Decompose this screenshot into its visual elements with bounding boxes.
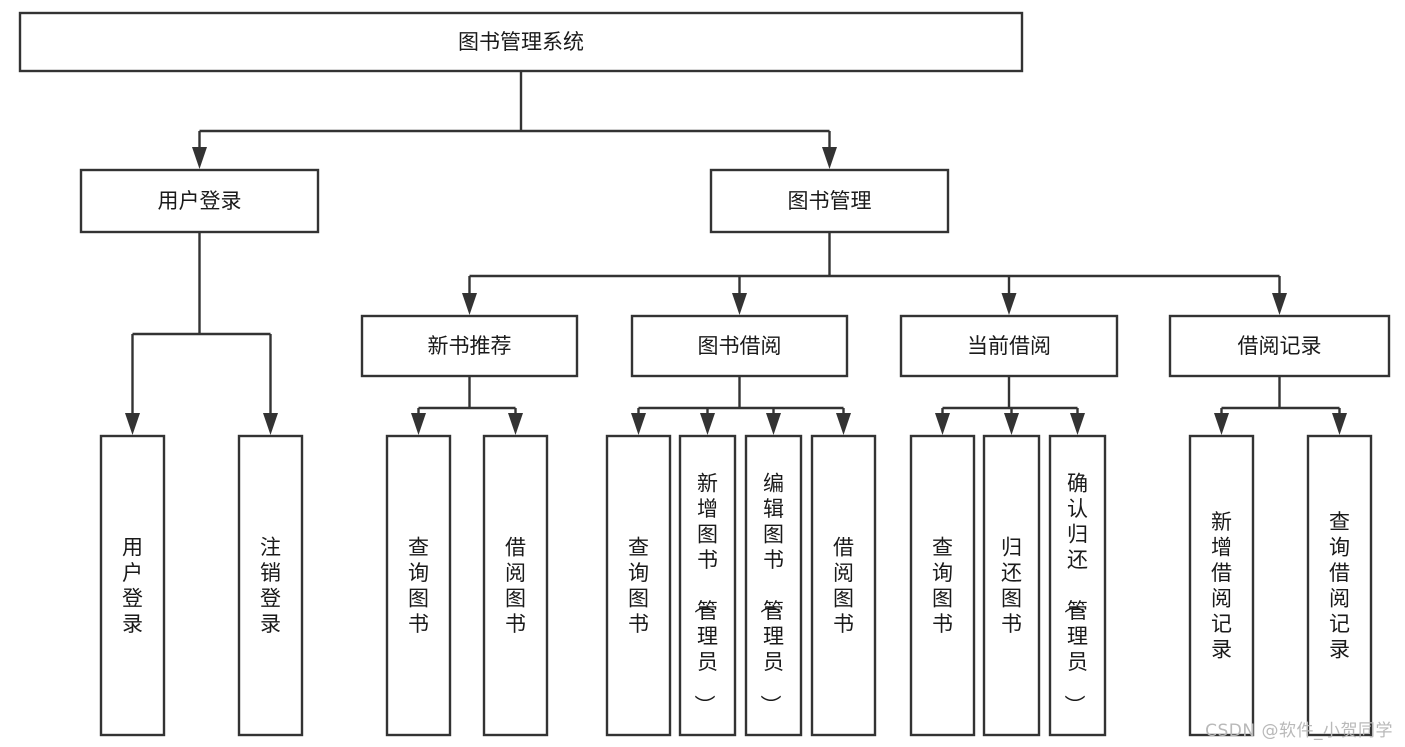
node-label: 查询图书 <box>408 535 429 636</box>
node-box <box>1306 434 1373 737</box>
node-box <box>744 434 803 737</box>
node-l3-current[interactable]: 当前借阅 <box>899 314 1119 378</box>
node-label: 借阅记录 <box>1238 334 1322 358</box>
node-leaf-query-book-1[interactable]: 查询图书 <box>385 434 452 737</box>
arrow-head-icon <box>263 413 278 435</box>
arrow-head-icon <box>1214 413 1229 435</box>
node-leaf-add-record[interactable]: 新增借阅记录 <box>1188 434 1255 737</box>
node-label: 借阅图书 <box>833 535 854 636</box>
node-box <box>709 168 950 234</box>
node-leaf-borrow-book-1[interactable]: 借阅图书 <box>482 434 549 737</box>
node-leaf-confirm-return[interactable]: 确认归还（管理员） <box>1048 434 1107 737</box>
node-box <box>99 434 166 737</box>
arrow-head-icon <box>732 293 747 315</box>
arrow-head-icon <box>935 413 950 435</box>
node-l3-new-book[interactable]: 新书推荐 <box>360 314 579 378</box>
node-box <box>909 434 976 737</box>
node-leaf-query-record[interactable]: 查询借阅记录 <box>1306 434 1373 737</box>
connector-layer <box>125 71 1347 435</box>
node-box <box>385 434 452 737</box>
node-box <box>630 314 849 378</box>
node-label: 确认归还（管理员） <box>1062 472 1088 716</box>
arrow-head-icon <box>1004 413 1019 435</box>
node-label: 查询图书 <box>932 535 953 636</box>
arrow-head-icon <box>631 413 646 435</box>
node-leaf-edit-book[interactable]: 编辑图书（管理员） <box>744 434 803 737</box>
node-leaf-add-book[interactable]: 新增图书（管理员） <box>678 434 737 737</box>
node-box <box>982 434 1041 737</box>
arrow-head-icon <box>125 413 140 435</box>
node-box <box>18 11 1024 73</box>
node-label: 图书管理 <box>788 189 872 213</box>
node-box <box>482 434 549 737</box>
node-box <box>237 434 304 737</box>
arrow-head-icon <box>1272 293 1287 315</box>
node-leaf-borrow-book-2[interactable]: 借阅图书 <box>810 434 877 737</box>
node-label: 图书借阅 <box>698 334 782 358</box>
arrow-head-icon <box>411 413 426 435</box>
node-box <box>810 434 877 737</box>
arrow-head-icon <box>822 147 837 169</box>
node-l3-borrow[interactable]: 图书借阅 <box>630 314 849 378</box>
node-layer: 图书管理系统用户登录图书管理新书推荐图书借阅当前借阅借阅记录用户登录注销登录查询… <box>18 11 1391 737</box>
node-box <box>605 434 672 737</box>
node-root[interactable]: 图书管理系统 <box>18 11 1024 73</box>
node-box <box>79 168 320 234</box>
node-box <box>1188 434 1255 737</box>
node-leaf-query-book-3[interactable]: 查询图书 <box>909 434 976 737</box>
arrow-head-icon <box>1001 293 1017 315</box>
node-leaf-logout[interactable]: 注销登录 <box>237 434 304 737</box>
node-box <box>899 314 1119 378</box>
node-l2-book-manage[interactable]: 图书管理 <box>709 168 950 234</box>
node-label: 新增借阅记录 <box>1211 510 1232 662</box>
node-box <box>360 314 579 378</box>
node-box <box>1048 434 1107 737</box>
arrow-head-icon <box>192 147 207 169</box>
node-leaf-user-login[interactable]: 用户登录 <box>99 434 166 737</box>
arrow-head-icon <box>1332 413 1347 435</box>
node-box <box>1168 314 1391 378</box>
node-label: 用户登录 <box>158 189 242 213</box>
arrow-head-icon <box>700 413 715 435</box>
arrow-head-icon <box>508 413 523 435</box>
node-l3-record[interactable]: 借阅记录 <box>1168 314 1391 378</box>
node-box <box>678 434 737 737</box>
node-label: 查询图书 <box>628 535 649 636</box>
node-label: 新书推荐 <box>428 334 512 358</box>
arrow-head-icon <box>462 293 477 315</box>
node-label: 当前借阅 <box>967 334 1051 358</box>
node-label: 注销登录 <box>260 535 281 636</box>
node-label: 归还图书 <box>1001 535 1022 636</box>
node-label: 编辑图书（管理员） <box>758 472 784 716</box>
arrow-head-icon <box>836 413 851 435</box>
arrow-head-icon <box>766 413 781 435</box>
node-l2-user-login[interactable]: 用户登录 <box>79 168 320 234</box>
node-leaf-query-book-2[interactable]: 查询图书 <box>605 434 672 737</box>
node-label: 新增图书（管理员） <box>692 472 718 716</box>
node-label: 图书管理系统 <box>458 30 584 54</box>
node-leaf-return-book[interactable]: 归还图书 <box>982 434 1041 737</box>
node-label: 查询借阅记录 <box>1329 510 1350 662</box>
node-label: 借阅图书 <box>505 535 526 636</box>
arrow-head-icon <box>1070 413 1085 435</box>
node-label: 用户登录 <box>122 535 143 636</box>
